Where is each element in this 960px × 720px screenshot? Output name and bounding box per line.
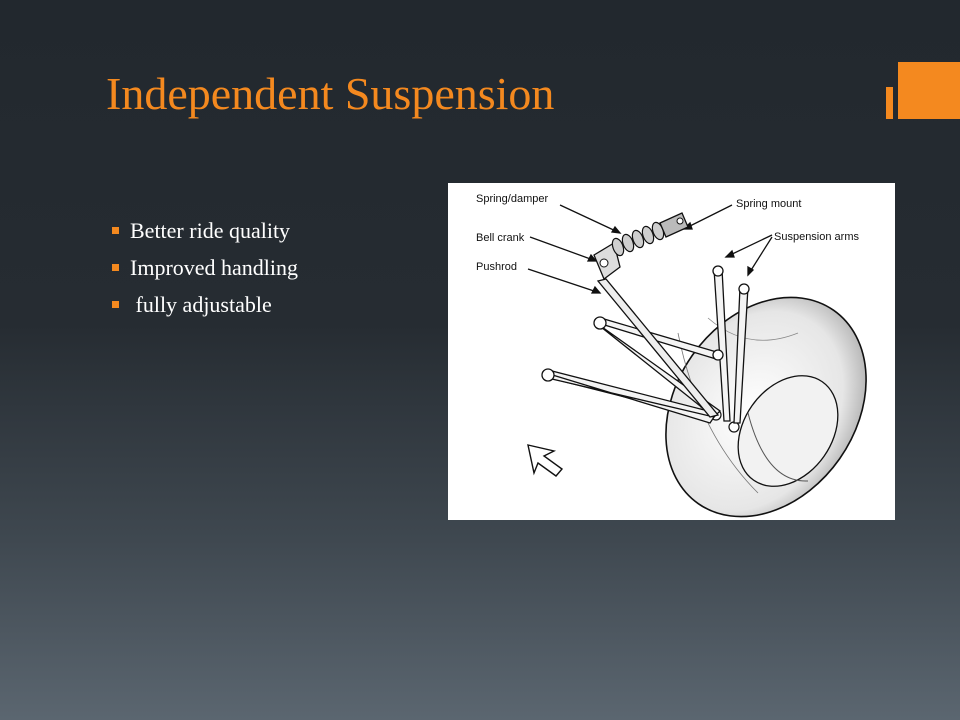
tyre bbox=[665, 296, 867, 518]
label-pushrod: Pushrod bbox=[476, 261, 517, 273]
label-suspension-arms: Suspension arms bbox=[774, 231, 859, 243]
bullet-list: Better ride quality Improved handling fu… bbox=[112, 212, 298, 323]
bullet-item: Better ride quality bbox=[112, 212, 298, 249]
leader-lines bbox=[527, 204, 773, 294]
bullet-text: fully adjustable bbox=[130, 292, 272, 317]
bullet-text: Improved handling bbox=[130, 255, 299, 280]
bullet-item: Improved handling bbox=[112, 249, 298, 286]
label-spring-damper: Spring/damper bbox=[476, 193, 548, 205]
square-bullet-icon bbox=[112, 227, 119, 234]
title-accent-block bbox=[898, 62, 960, 119]
label-bell-crank: Bell crank bbox=[476, 232, 525, 244]
spring-damper bbox=[593, 212, 689, 281]
bullet-item: fully adjustable bbox=[112, 286, 298, 323]
suspension-drawing: Spring/damper Spring mount Bell crank Su… bbox=[476, 193, 867, 518]
pushrod bbox=[596, 278, 720, 418]
label-spring-mount: Spring mount bbox=[736, 198, 801, 210]
bullet-text: Better ride quality bbox=[130, 218, 291, 243]
title-accent-bar-thin bbox=[886, 87, 893, 119]
direction-arrow-icon bbox=[527, 444, 564, 477]
suspension-diagram: Spring/damper Spring mount Bell crank Su… bbox=[448, 183, 895, 520]
slide-title: Independent Suspension bbox=[106, 68, 555, 119]
square-bullet-icon bbox=[112, 264, 119, 271]
square-bullet-icon bbox=[112, 301, 119, 308]
